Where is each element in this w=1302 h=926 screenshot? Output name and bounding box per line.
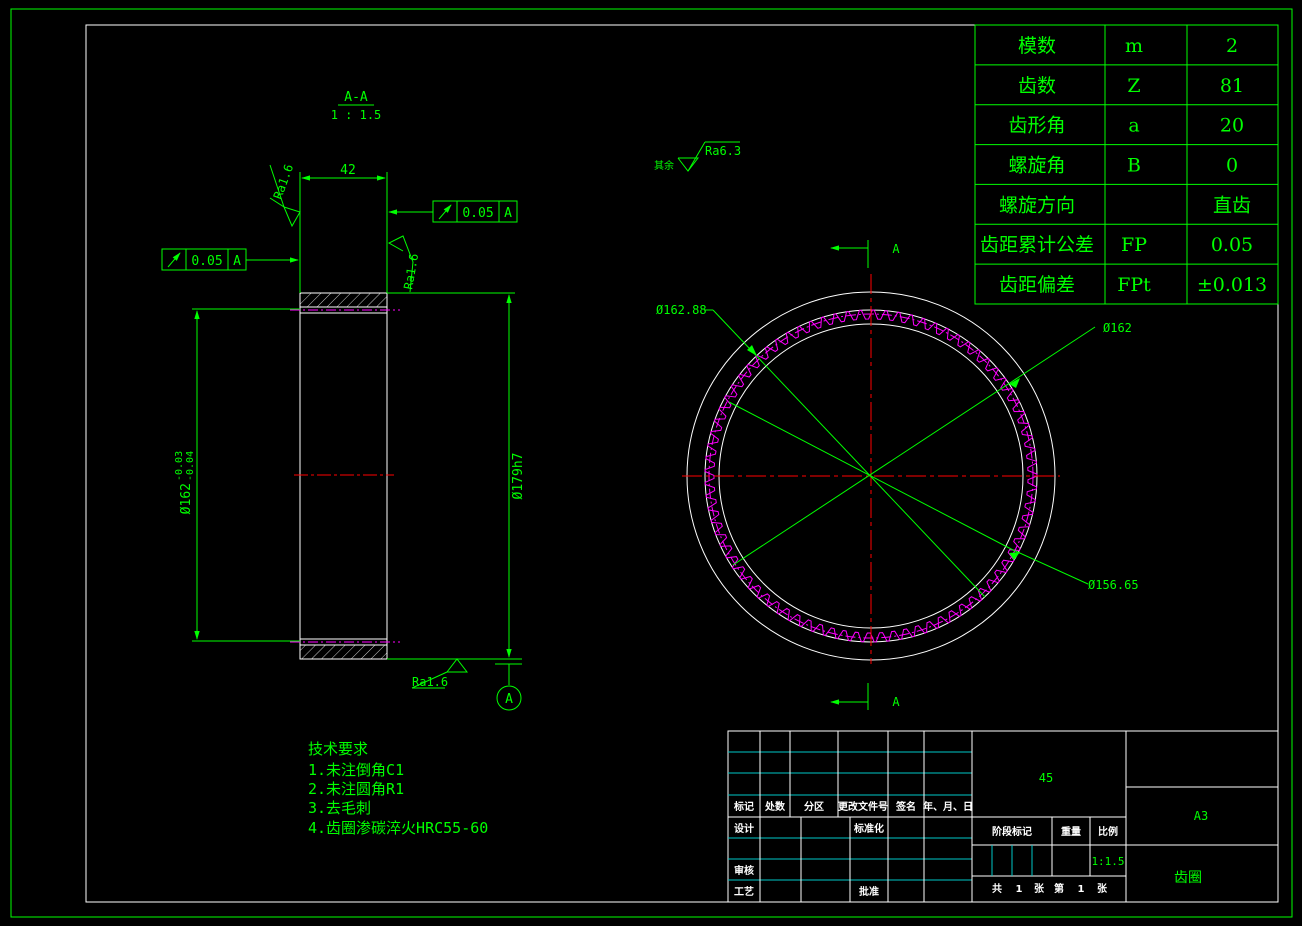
internal-teeth — [704, 309, 1038, 643]
tb-col-sign: 签名 — [895, 800, 916, 813]
tb-row-process: 工艺 — [734, 885, 754, 898]
rough-top-text: Ra1.6 — [271, 162, 297, 201]
dim-tip-line — [732, 326, 1096, 566]
param-symbol: m — [1125, 35, 1143, 57]
rough-right-symbol — [387, 235, 414, 263]
rough-right-leader — [409, 261, 414, 293]
other-roughness-symbol — [677, 157, 700, 172]
param-value: 20 — [1220, 115, 1244, 137]
tb-row-standard: 标准化 — [853, 822, 884, 835]
tb-sheet-unit-2: 张 — [1097, 882, 1108, 895]
param-value: 0.05 — [1211, 234, 1253, 256]
tb-part-name: 齿圈 — [1174, 870, 1202, 886]
tech-item: 2.未注圆角R1 — [308, 780, 404, 798]
ring-section-outline — [299, 292, 388, 660]
section-view: A-A 1 : 1.5 42 Ø162 -0.03 -0.04 Ø179h7 — [161, 90, 526, 711]
tech-requirements: 技术要求 1.未注倒角C1 2.未注圆角R1 3.去毛刺 4.齿圈渗碳淬火HRC… — [308, 740, 488, 837]
other-roughness-prefix: 其余 — [654, 159, 674, 172]
tb-sheet-no: 1 — [1078, 884, 1085, 895]
param-symbol: FP — [1121, 234, 1147, 256]
dim-inner-text: Ø162 — [179, 483, 194, 514]
tech-item: 1.未注倒角C1 — [308, 761, 404, 779]
tb-material: 45 — [1039, 771, 1053, 785]
dim-outer-ring-text: Ø162.88 — [656, 303, 707, 317]
tb-total-prefix: 共 — [992, 882, 1002, 895]
param-value: ±0.013 — [1197, 274, 1267, 296]
runout-icon-right — [438, 204, 452, 220]
other-roughness-text: Ra6.3 — [705, 144, 741, 158]
inner-frame — [85, 24, 1279, 903]
tb-col-zone: 分区 — [804, 800, 824, 813]
param-symbol: B — [1127, 155, 1141, 177]
tb-col-count: 处数 — [764, 800, 786, 813]
dim-42-text: 42 — [340, 163, 356, 178]
runout-icon-left — [167, 252, 181, 268]
cut-label-bottom: A — [892, 695, 900, 709]
tb-sheet-size: A3 — [1194, 809, 1208, 823]
tol-left-datum: A — [233, 254, 241, 269]
dim-inner-tol-upper: -0.03 — [174, 451, 185, 481]
tb-col-mark: 标记 — [733, 800, 754, 813]
param-name: 模数 — [1018, 35, 1056, 57]
datum-circle — [496, 685, 522, 711]
tb-ratio: 比例 — [1098, 825, 1118, 838]
tb-weight: 重量 — [1061, 825, 1081, 838]
param-value: 0 — [1226, 155, 1238, 177]
param-symbol: Z — [1127, 75, 1140, 97]
param-value: 81 — [1220, 75, 1244, 97]
tb-col-change-doc: 更改文件号 — [838, 800, 888, 813]
tb-sheet-prefix: 第 — [1054, 882, 1064, 895]
param-value: 直齿 — [1213, 194, 1251, 216]
tb-col-date: 年、月、日 — [923, 800, 973, 813]
dim-inner-tol-lower: -0.04 — [185, 451, 196, 481]
param-name: 螺旋角 — [1008, 155, 1065, 177]
datum-text: A — [505, 692, 513, 707]
hatch-top — [299, 292, 388, 308]
rough-bottom-text: Ra1.6 — [412, 675, 448, 689]
cut-label-top: A — [892, 242, 900, 256]
front-view: 其余 Ra6.3 A A Ø162.88 Ø162 Ø156.65 — [654, 141, 1139, 710]
param-value: 2 — [1226, 35, 1238, 57]
rough-bottom-leader — [411, 671, 448, 689]
rough-top-leader — [269, 164, 285, 208]
title-block: 标记 处数 分区 更改文件号 签名 年、月、日 设计 标准化 审核 工艺 批准 … — [727, 730, 1279, 903]
rough-top-symbol — [269, 197, 301, 228]
rough-bottom-symbol — [446, 658, 469, 673]
param-symbol: a — [1128, 115, 1139, 137]
param-name: 螺旋方向 — [999, 194, 1075, 216]
tb-stage-mark: 阶段标记 — [992, 825, 1032, 838]
tb-row-approve: 批准 — [859, 885, 879, 898]
tol-left-value: 0.05 — [191, 254, 222, 269]
tech-item: 3.去毛刺 — [308, 799, 371, 817]
param-name: 齿距偏差 — [999, 274, 1075, 296]
dim-root-text: Ø156.65 — [1088, 578, 1139, 592]
section-scale: 1 : 1.5 — [331, 108, 382, 122]
tol-right-value: 0.05 — [462, 206, 493, 221]
tb-ratio-value: 1:1.5 — [1091, 855, 1124, 868]
tol-right-datum: A — [504, 206, 512, 221]
param-name: 齿数 — [1018, 75, 1056, 97]
outer-frame — [10, 8, 1293, 918]
tech-title: 技术要求 — [308, 740, 368, 758]
param-name: 齿距累计公差 — [980, 234, 1094, 256]
tb-sheet-unit-1: 张 — [1034, 882, 1045, 895]
dim-root-line — [728, 401, 1014, 551]
section-title: A-A — [344, 90, 368, 105]
param-symbol: FPt — [1117, 274, 1151, 296]
tech-item: 4.齿圈渗碳淬火HRC55-60 — [308, 819, 488, 837]
dim-outer-ring-line — [712, 309, 986, 598]
hatch-bottom — [299, 644, 388, 660]
rough-right-text: Ra1.6 — [401, 253, 421, 291]
dim-outer-text: Ø179h7 — [511, 453, 526, 500]
tb-total-sheets: 1 — [1016, 884, 1023, 895]
tb-row-design: 设计 — [734, 822, 754, 835]
tb-row-review: 审核 — [734, 864, 754, 877]
dim-tip-text: Ø162 — [1103, 321, 1132, 335]
param-name: 齿形角 — [1008, 115, 1065, 137]
